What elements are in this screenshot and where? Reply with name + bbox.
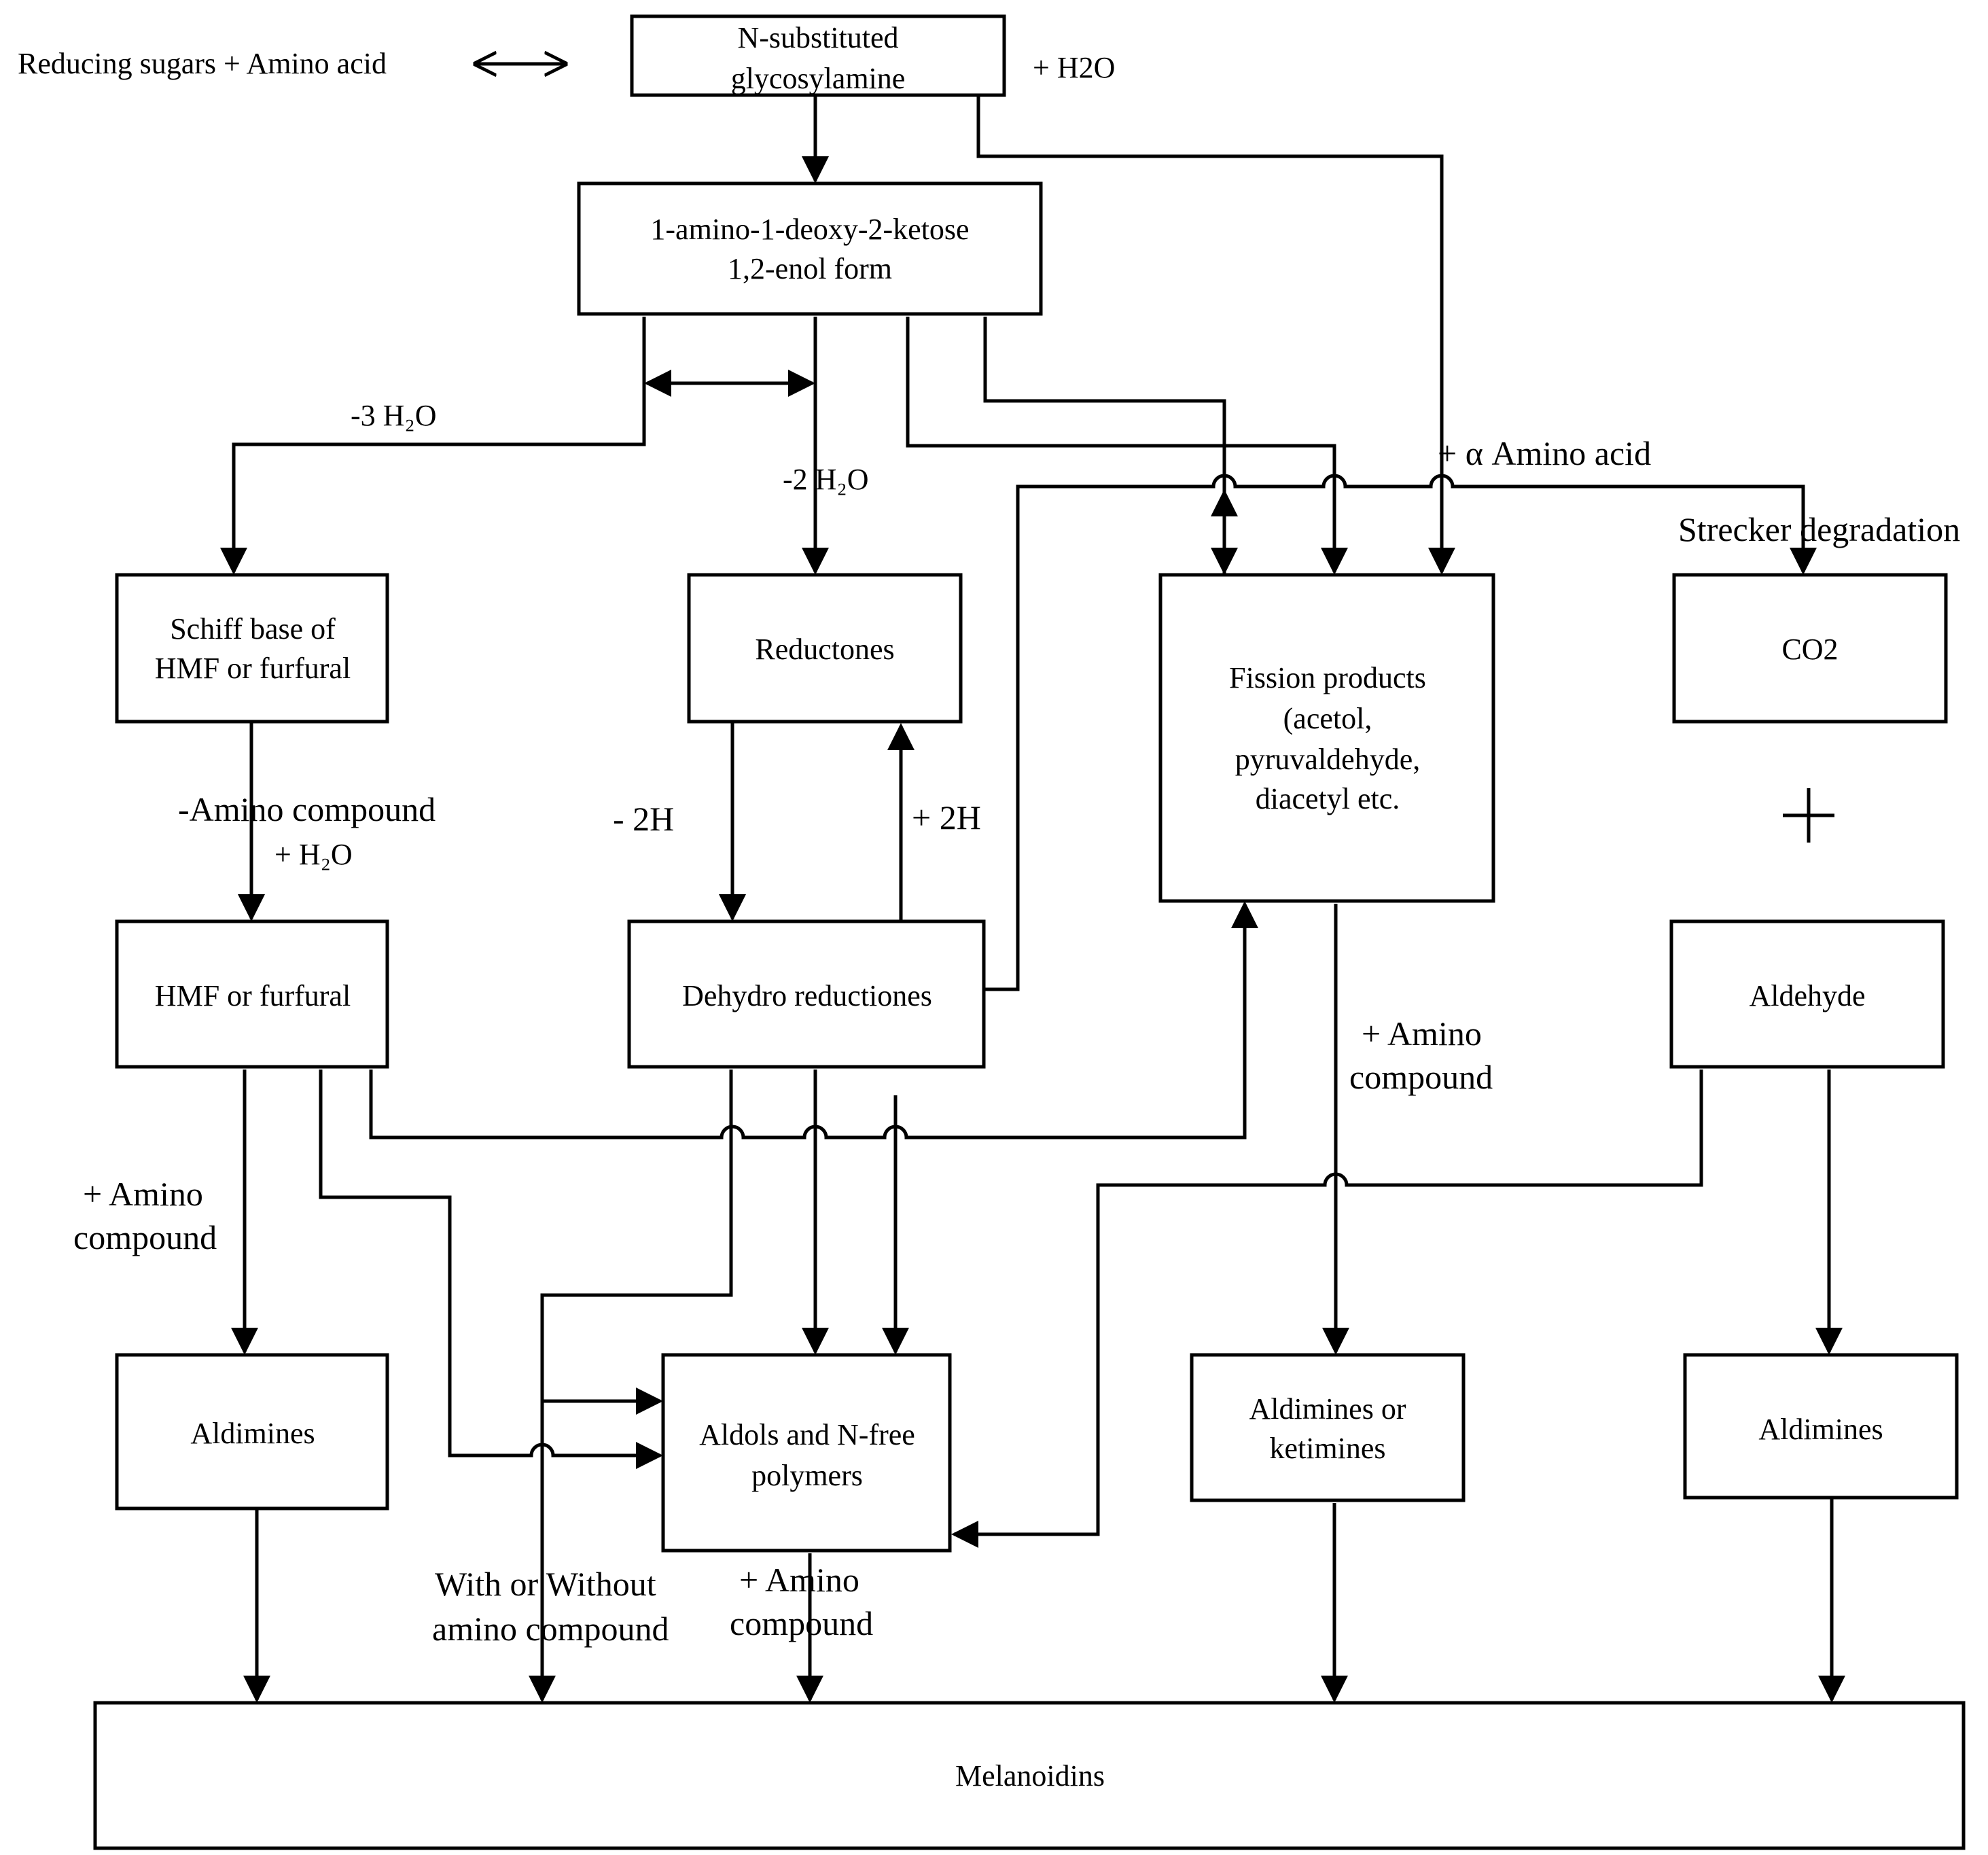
- arrow-dehydro-melanoidins: [529, 1070, 733, 1703]
- box-hmf-furfural: HMF or furfural: [115, 919, 389, 1069]
- svg-text:1-amino-1-deoxy-2-ketose: 1-amino-1-deoxy-2-ketose: [650, 213, 969, 246]
- label-minus-amino-compound: -Amino compound: [178, 790, 436, 828]
- box-co2: CO2: [1672, 573, 1948, 724]
- svg-text:Aldols and N-free: Aldols and N-free: [699, 1418, 915, 1451]
- label-minus-2h: - 2H: [613, 800, 674, 838]
- connectors: [220, 64, 1845, 1703]
- label-hmf-amino-2: compound: [73, 1218, 217, 1256]
- svg-text:Aldimines: Aldimines: [190, 1417, 315, 1450]
- box-aldimines-left: Aldimines: [115, 1353, 389, 1510]
- svg-text:CO2: CO2: [1781, 633, 1838, 666]
- label-aldols-amino-2: compound: [730, 1604, 873, 1642]
- svg-text:1,2-enol form: 1,2-enol form: [728, 252, 892, 285]
- svg-text:HMF or furfural: HMF or furfural: [155, 979, 351, 1012]
- label-reducing-sugars: Reducing sugars + Amino acid: [18, 47, 387, 80]
- svg-text:N-substituted: N-substituted: [737, 21, 898, 54]
- box-aldols-polymers: Aldols and N-free polymers: [661, 1353, 952, 1553]
- label-strecker-degradation: Strecker degradation: [1678, 510, 1960, 548]
- box-reductones: Reductones: [687, 573, 963, 724]
- svg-text:Dehydro reductiones: Dehydro reductiones: [682, 979, 932, 1012]
- svg-text:diacetyl etc.: diacetyl etc.: [1256, 782, 1400, 815]
- box-ketose: 1-amino-1-deoxy-2-ketose 1,2-enol form: [577, 181, 1043, 316]
- svg-text:Aldimines or: Aldimines or: [1249, 1392, 1406, 1426]
- label-minus-2h2o: -2 H₂O: [783, 463, 869, 496]
- svg-text:HMF or furfural: HMF or furfural: [155, 652, 351, 685]
- label-aldols-amino-1: + Amino: [739, 1561, 859, 1599]
- label-plus-h2o-sub: + H₂O: [274, 838, 353, 871]
- label-hmf-amino-1: + Amino: [83, 1175, 203, 1213]
- box-glycosylamine: N-substituted glycosylamine: [630, 14, 1006, 97]
- svg-text:Reductones: Reductones: [755, 633, 894, 666]
- arrow-hmf-aldols: [319, 1070, 663, 1469]
- label-minus-3h2o: -3 H₂O: [351, 399, 437, 432]
- svg-text:ketimines: ketimines: [1269, 1432, 1385, 1465]
- arrow-glycosylamine-fission: [976, 95, 1455, 575]
- arrow-ketose-fission-a: [983, 317, 1238, 575]
- label-with-or-without-1: With or Without: [435, 1565, 656, 1603]
- box-aldehyde: Aldehyde: [1669, 919, 1945, 1069]
- svg-text:pyruvaldehyde,: pyruvaldehyde,: [1235, 743, 1420, 776]
- labels: Reducing sugars + Amino acid + H2O -3 H₂…: [18, 47, 1960, 1648]
- label-alpha-amino-acid: + α Amino acid: [1438, 434, 1651, 472]
- label-with-or-without-2: amino compound: [432, 1610, 669, 1648]
- label-plus-h2o: + H2O: [1033, 51, 1115, 84]
- box-schiff-base: Schiff base of HMF or furfural: [115, 573, 389, 724]
- arrow-aldehyde-aldols: [951, 1070, 1703, 1548]
- box-fission-products: Fission products (acetol, pyruvaldehyde,…: [1158, 573, 1495, 903]
- label-fission-amino-2: compound: [1349, 1058, 1493, 1096]
- box-aldimines-ketimines: Aldimines or ketimines: [1190, 1353, 1466, 1502]
- svg-text:Fission products: Fission products: [1229, 661, 1426, 694]
- label-plus-2h: + 2H: [912, 798, 981, 836]
- svg-text:Melanoidins: Melanoidins: [955, 1759, 1105, 1792]
- svg-text:Aldehyde: Aldehyde: [1749, 979, 1865, 1012]
- arrow-strecker-co2: [985, 474, 1817, 991]
- svg-text:Aldimines: Aldimines: [1758, 1413, 1883, 1446]
- svg-text:glycosylamine: glycosylamine: [731, 62, 906, 95]
- label-fission-amino-1: + Amino: [1362, 1014, 1482, 1053]
- svg-text:(acetol,: (acetol,: [1283, 702, 1372, 735]
- box-dehydro-reductiones: Dehydro reductiones: [627, 919, 986, 1069]
- arrow-ketose-fission-b: [906, 317, 1348, 575]
- svg-text:polymers: polymers: [751, 1459, 863, 1492]
- svg-text:Schiff base of: Schiff base of: [170, 612, 336, 646]
- box-melanoidins: Melanoidins: [93, 1701, 1966, 1850]
- box-aldimines-right: Aldimines: [1683, 1353, 1959, 1500]
- arrow-ketose-schiff: [220, 317, 646, 575]
